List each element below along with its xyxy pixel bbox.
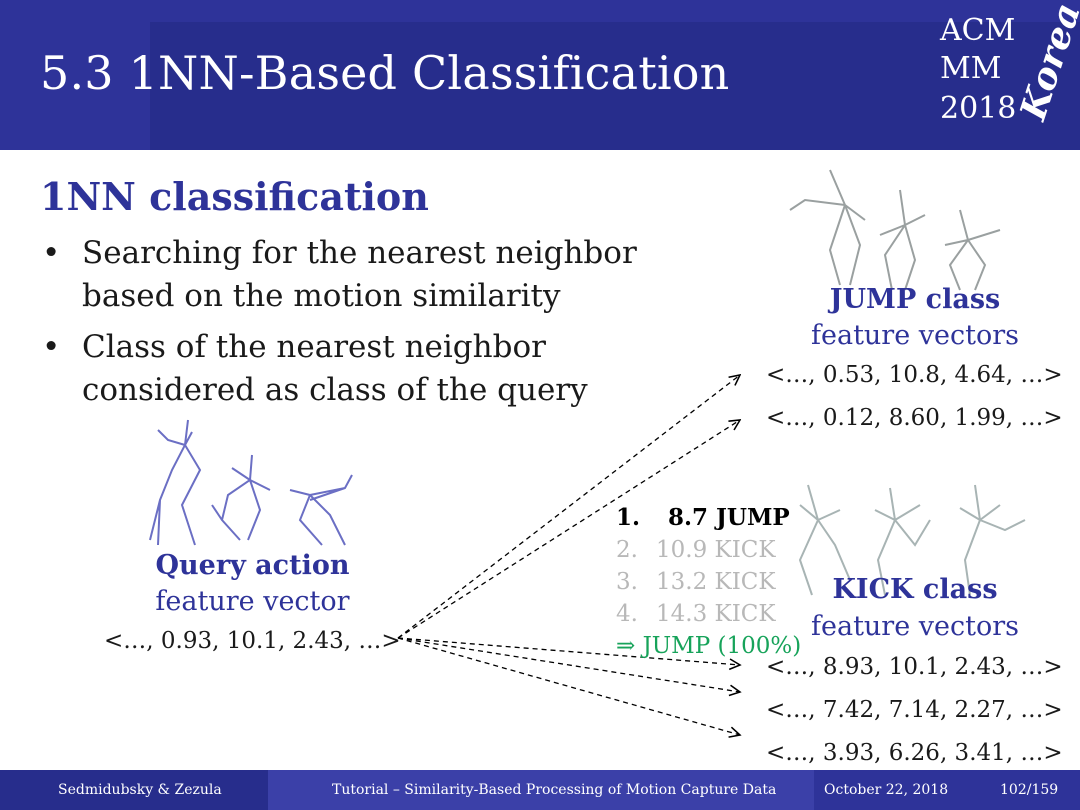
query-skeleton-figures (149, 419, 353, 546)
kick-vector: <…, 7.42, 7.14, 2.27, …> (766, 697, 1063, 723)
footer-meta-box: October 22, 2018 102/159 (814, 770, 1080, 810)
result-text: 8.7 JUMP (668, 504, 790, 531)
footer-talk-title: Tutorial – Similarity-Based Processing o… (332, 782, 777, 798)
query-vector: <…, 0.93, 10.1, 2.43, …> (104, 628, 401, 654)
jump-class-title: JUMP class (829, 284, 1001, 315)
header-band (150, 22, 1080, 150)
result-row: 3. 13.2 KICK (616, 566, 801, 598)
jump-vector: <…, 0.53, 10.8, 4.64, …> (766, 362, 1063, 388)
result-text: 13.2 KICK (656, 569, 776, 595)
section-heading: 1NN classification (40, 174, 429, 219)
bullet-item: Searching for the nearest neighbor based… (40, 232, 680, 318)
jump-skeleton-figures (789, 169, 1001, 291)
result-rank: 1. (616, 504, 641, 531)
result-row-best: 1. 8.7 JUMP (616, 502, 801, 534)
logo-mm: MM (940, 51, 1002, 86)
kick-vector: <…, 3.93, 6.26, 3.41, …> (766, 740, 1063, 766)
result-text: 14.3 KICK (656, 601, 776, 627)
result-rank: 3. (616, 569, 638, 595)
kick-class-subtitle: feature vectors (811, 611, 1019, 642)
footer-authors: Sedmidubsky & Zezula (58, 782, 222, 798)
result-rank: 4. (616, 601, 638, 627)
result-text: 10.9 KICK (656, 537, 776, 563)
result-row: 2. 10.9 KICK (616, 534, 801, 566)
footer-date: October 22, 2018 (824, 782, 949, 798)
slide-title: 5.3 1NN-Based Classification (40, 46, 730, 100)
classification-verdict: ⇒ JUMP (100%) (616, 633, 802, 659)
acm-mm-logo: ACM MM 2018 (936, 14, 1056, 134)
slide-footer: Sedmidubsky & Zezula Tutorial – Similari… (0, 770, 1080, 810)
bullet-list: Searching for the nearest neighbor based… (40, 232, 680, 420)
ranked-results: 1. 8.7 JUMP 2. 10.9 KICK 3. 13.2 KICK 4. 14.… (616, 502, 801, 662)
kick-class-title: KICK class (832, 574, 998, 605)
query-subtitle: feature vector (155, 586, 350, 617)
kick-vector: <…, 8.93, 10.1, 2.43, …> (766, 654, 1063, 680)
footer-page-number: 102/159 (1000, 782, 1059, 798)
bullet-item: Class of the nearest neighbor considered… (40, 326, 680, 412)
footer-talk-box: Tutorial – Similarity-Based Processing o… (268, 770, 814, 810)
footer-authors-box: Sedmidubsky & Zezula (0, 770, 268, 810)
query-title: Query action (155, 550, 350, 581)
slide-header: 5.3 1NN-Based Classification ACM MM 2018… (0, 0, 1080, 150)
result-rank: 2. (616, 537, 638, 563)
jump-class-subtitle: feature vectors (811, 320, 1019, 351)
result-row: 4. 14.3 KICK (616, 598, 801, 630)
logo-year: 2018 (940, 91, 1017, 126)
jump-vector: <…, 0.12, 8.60, 1.99, …> (766, 405, 1063, 431)
logo-acm: ACM (940, 13, 1016, 48)
